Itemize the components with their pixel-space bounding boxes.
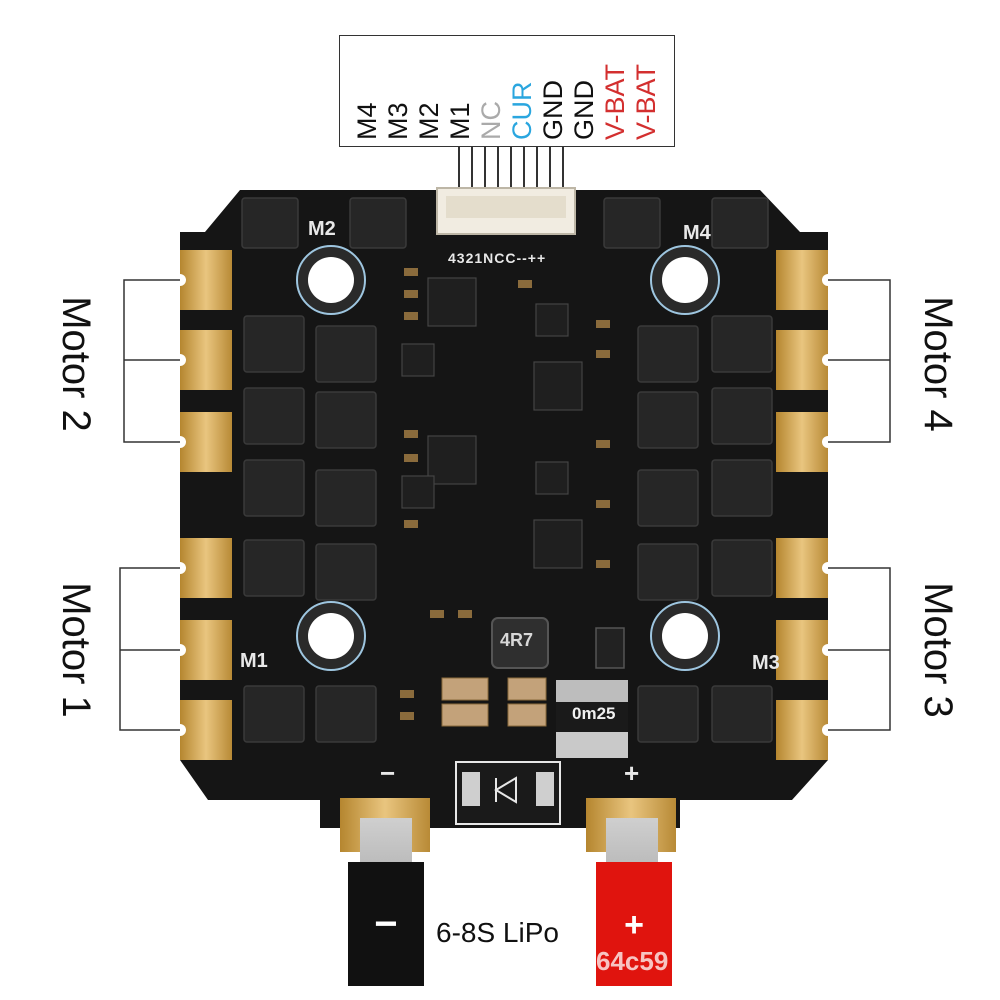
silk-negative: − [380,758,396,788]
silk-connector-pins: 4321NCC--++ [448,250,547,266]
silk-m2: M2 [308,218,336,240]
pin-label-5: CUR [507,81,537,141]
watermark: 64c59 [596,946,669,976]
bottom-center-pads [455,761,561,825]
motor-4-label: Motor 4 [916,296,960,432]
motor-brackets [119,279,891,731]
motor-2-label: Motor 2 [54,296,98,432]
driver-ics [401,277,583,569]
connector-leads [458,147,564,196]
pin-label-7: GND [569,80,599,140]
positive-terminal-sign: + [624,906,644,944]
left-motor-pads [180,250,232,760]
battery-type-label: 6-8S LiPo [436,917,559,948]
mosfet-chips [241,197,773,743]
motor-3-label: Motor 3 [916,582,960,718]
capacitors [441,677,547,727]
inductor-marking: 4R7 [500,630,534,650]
pin-label-0: M4 [352,102,382,140]
right-motor-pads [776,250,828,760]
negative-terminal-sign: − [374,902,398,946]
pin-label-8: V-BAT [600,63,630,140]
pin-label-1: M3 [383,102,413,140]
shunt-marking: 0m25 [572,704,616,723]
pin-label-2: M2 [414,102,444,140]
pin-label-6: GND [538,80,568,140]
silk-m3: M3 [752,652,780,674]
silk-m4: M4 [683,222,711,244]
pin-label-4: NC [476,101,506,140]
mounting-holes [296,245,720,671]
shunt-resistor [556,680,628,758]
silk-m1: M1 [240,650,268,672]
silk-positive: + [624,758,640,788]
inductor [491,617,549,669]
pin-label-9: V-BAT [631,63,661,140]
diode [595,627,625,669]
signal-connector [436,187,576,235]
pin-label-3: M1 [445,102,475,140]
motor-1-label: Motor 1 [54,582,98,718]
battery-wires [348,818,672,986]
passive-components [400,268,610,720]
